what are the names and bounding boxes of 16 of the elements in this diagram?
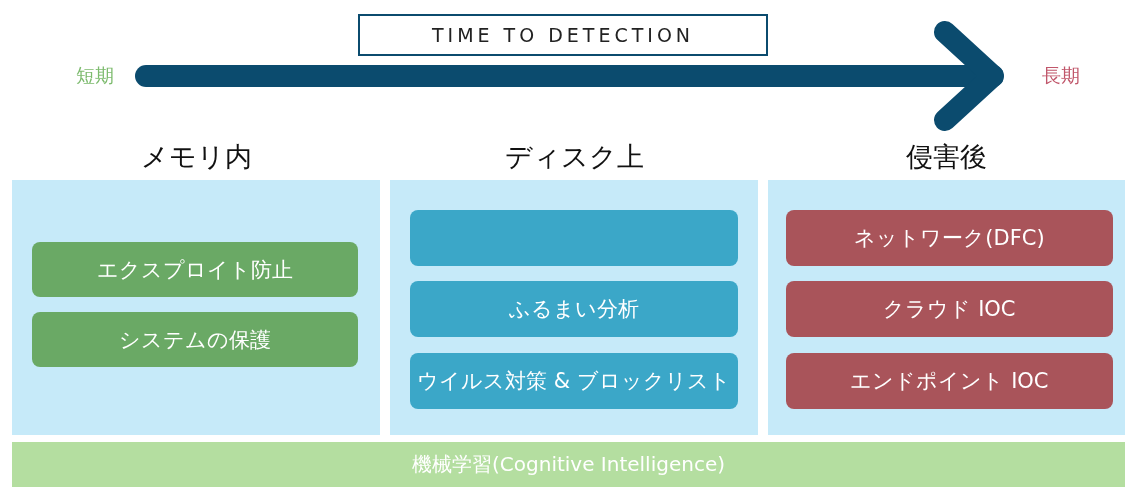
timeline-label: 短期 xyxy=(76,63,114,88)
feature-box: エクスプロイト防止 xyxy=(32,242,358,297)
timeline-label: 長期 xyxy=(1042,63,1080,88)
feature-box: クラウド IOC xyxy=(786,281,1113,337)
title-box: TIME TO DETECTION xyxy=(358,14,768,56)
feature-box: ネットワーク(DFC) xyxy=(786,210,1113,266)
feature-box: エンドポイント IOC xyxy=(786,353,1113,409)
column-heading: メモリ内 xyxy=(140,140,252,174)
feature-box: システムの保護 xyxy=(32,312,358,367)
column-heading: 侵害後 xyxy=(906,140,987,174)
feature-box: ウイルス対策 & ブロックリスト xyxy=(410,353,738,409)
foundation-band: 機械学習(Cognitive Intelligence) xyxy=(12,442,1125,487)
column-heading: ディスク上 xyxy=(504,140,644,174)
feature-box xyxy=(410,210,738,266)
timeline-arrow xyxy=(135,21,1004,131)
feature-box: ふるまい分析 xyxy=(410,281,738,337)
